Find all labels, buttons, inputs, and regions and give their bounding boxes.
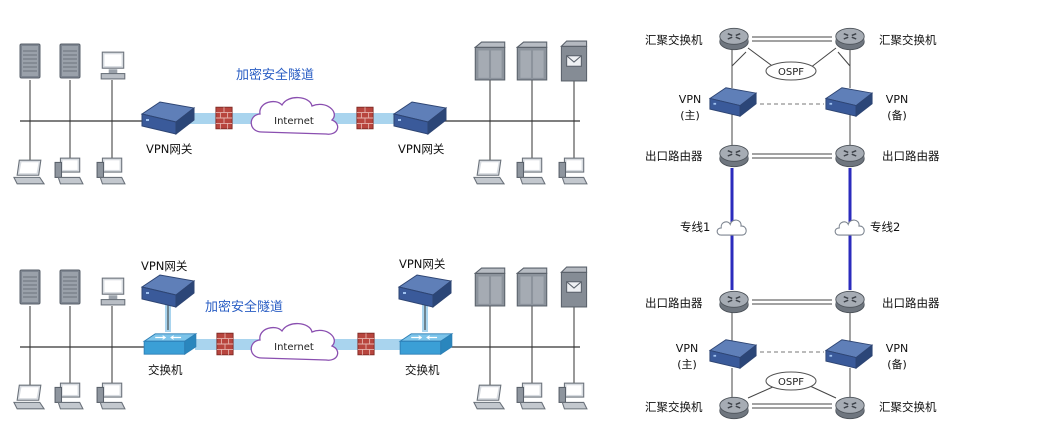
tunnel-label: 加密安全隧道 (236, 67, 314, 83)
ospf-label: OSPF (778, 377, 804, 388)
ospf-area (765, 61, 817, 81)
agg-switch-label: 汇聚交换机 (879, 33, 937, 47)
bottom-diagram: Internet VPN网关 VPN网关 加密安全隧道 交换机 交换机 (13, 257, 588, 410)
vpn-gateway-icon (393, 101, 447, 135)
leased-line-cloud-icon (834, 219, 865, 236)
agg-switch-label: 汇聚交换机 (879, 400, 937, 414)
vpn-gateway-label: VPN网关 (399, 257, 446, 271)
vpn-gateway-icon (141, 101, 195, 135)
vpn-device-icon (709, 339, 757, 369)
vpn-label: VPN (886, 342, 908, 355)
router-icon (835, 144, 865, 168)
switch-label: 交换机 (148, 363, 183, 377)
vpn-label: VPN (886, 93, 908, 106)
vpn-role-label: (主) (677, 358, 697, 371)
internet-cloud (250, 322, 339, 361)
router-label: 出口路由器 (645, 296, 703, 310)
tunnel-label: 加密安全隧道 (205, 299, 283, 315)
desktop-icon (54, 157, 84, 185)
switch-icon (143, 333, 197, 355)
server-icon (59, 43, 81, 79)
switch-icon (399, 333, 453, 355)
firewall-icon (215, 106, 233, 130)
laptop-icon (473, 159, 505, 185)
router-icon (719, 290, 749, 314)
vpn-gateway-label: VPN网关 (398, 142, 445, 156)
top-diagram: Internet 加密安全隧道 VPN网关 VPN网关 (13, 40, 588, 185)
vpn-gateway-label: VPN网关 (146, 142, 193, 156)
server-icon (516, 41, 548, 81)
router-label: 出口路由器 (882, 296, 940, 310)
router-icon (835, 396, 865, 420)
agg-switch-label: 汇聚交换机 (645, 400, 703, 414)
mail-server-icon (560, 266, 588, 308)
firewall-icon (357, 332, 375, 356)
laptop-icon (13, 159, 45, 185)
ospf-label: OSPF (778, 67, 804, 78)
desktop-icon (54, 382, 84, 410)
vpn-role-label: (备) (887, 108, 907, 122)
laptop-icon (473, 384, 505, 410)
vpn-gateway-icon (141, 274, 195, 308)
vpn-label: VPN (679, 93, 701, 106)
internet-cloud (250, 96, 339, 135)
leased-line-label: 专线1 (680, 220, 710, 234)
server-icon (474, 41, 506, 81)
switch-label: 交换机 (405, 363, 440, 377)
server-icon (19, 269, 41, 305)
laptop-icon (13, 384, 45, 410)
ospf-area (765, 371, 817, 391)
server-icon (59, 269, 81, 305)
agg-switch-label: 汇聚交换机 (645, 33, 703, 47)
firewall-icon (356, 106, 374, 130)
desktop-icon (516, 382, 546, 410)
router-label: 出口路由器 (882, 149, 940, 163)
router-icon (719, 144, 749, 168)
vpn-role-label: (主) (680, 109, 700, 122)
workstation-icon (100, 277, 126, 306)
desktop-icon (558, 382, 588, 410)
desktop-icon (516, 157, 546, 185)
desktop-icon (96, 157, 126, 185)
workstation-icon (100, 51, 126, 80)
cloud-label: Internet (274, 116, 314, 127)
server-icon (19, 43, 41, 79)
vpn-device-icon (709, 87, 757, 117)
server-icon (474, 267, 506, 307)
vpn-device-icon (825, 339, 873, 369)
vpn-gateway-label: VPN网关 (141, 259, 188, 273)
vpn-role-label: (备) (887, 357, 907, 371)
cloud-label: Internet (274, 342, 314, 353)
router-icon (835, 290, 865, 314)
firewall-icon (216, 332, 234, 356)
router-icon (719, 27, 749, 51)
right-diagram: OSPF OSPF 汇聚交换机 汇聚交换机 VPN (主) VPN (备) 出口… (645, 27, 940, 420)
mail-server-icon (560, 40, 588, 82)
router-icon (719, 396, 749, 420)
leased-line-label: 专线2 (870, 220, 900, 234)
vpn-device-icon (825, 87, 873, 117)
vpn-gateway-icon (398, 274, 452, 308)
desktop-icon (96, 382, 126, 410)
desktop-icon (558, 157, 588, 185)
server-icon (516, 267, 548, 307)
vpn-label: VPN (676, 342, 698, 355)
leased-line-cloud-icon (716, 219, 747, 236)
router-icon (835, 27, 865, 51)
router-label: 出口路由器 (645, 149, 703, 163)
